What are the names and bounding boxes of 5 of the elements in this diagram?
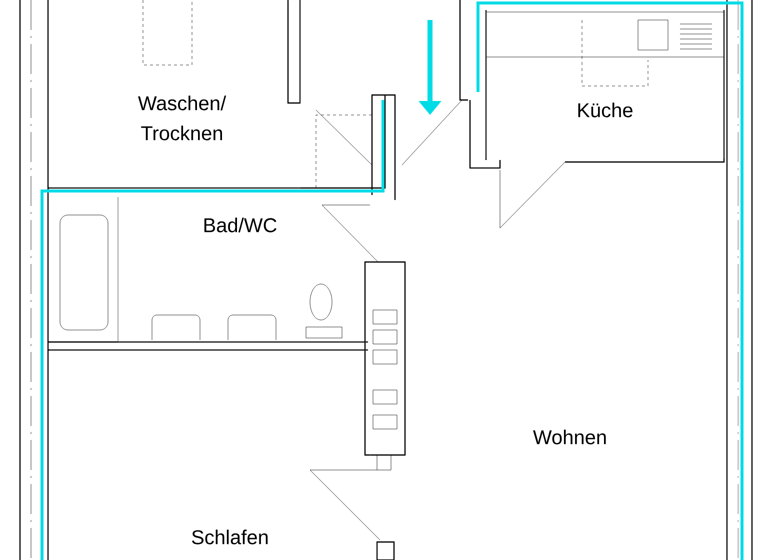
room-label: Schlafen: [50, 350, 370, 560]
room-label: Wohnen: [412, 168, 724, 560]
room-label: Küche: [486, 10, 724, 158]
room-label: Waschen/ Trocknen: [50, 0, 300, 188]
room-label: Bad/WC: [118, 196, 370, 342]
